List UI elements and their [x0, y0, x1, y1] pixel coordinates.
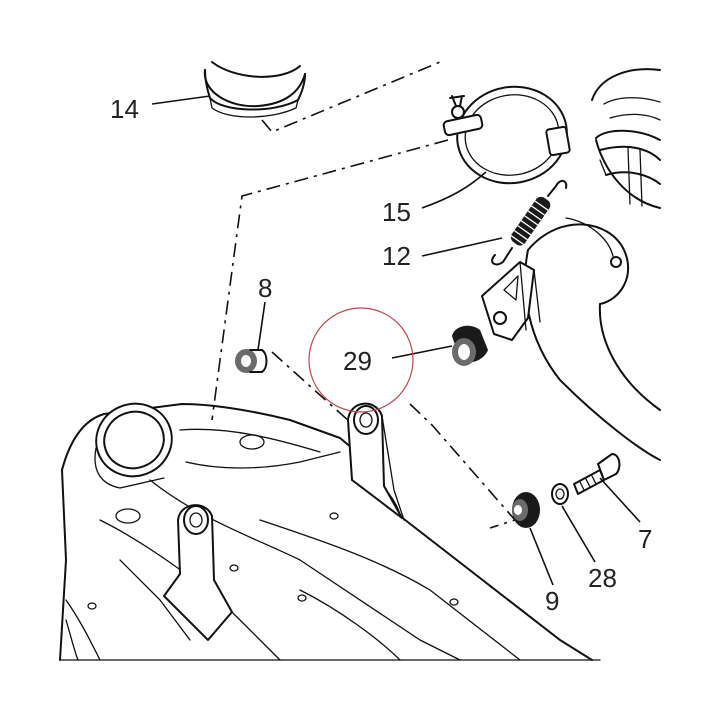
callout-9: 9: [545, 586, 559, 616]
part-8-bush: [235, 349, 268, 373]
leader-lines: [151, 95, 641, 586]
callout-14: 14: [110, 94, 139, 124]
exhaust-elbow-upper: [591, 68, 661, 209]
callout-12: 12: [382, 241, 411, 271]
callout-8: 8: [258, 273, 272, 303]
callout-29-highlight-ring: [308, 307, 414, 413]
callout-labels: 14 15 12 8 29 7 9 28: [110, 94, 652, 616]
exhaust-pipe-lower: [481, 217, 661, 461]
mounting-lug-left: [163, 504, 233, 641]
part-14-clamp: [203, 61, 306, 118]
assembly-lines: [211, 61, 517, 529]
part-7-bolt: [573, 453, 621, 495]
part-28-washer: [551, 483, 569, 505]
part-12-spring: [491, 180, 568, 266]
part-15-exhaust-clamp: [442, 85, 571, 185]
chassis-spigot: [94, 402, 173, 489]
callout-15: 15: [382, 197, 411, 227]
mounting-lug-right: [347, 402, 405, 521]
part-9-rubber-mount: [512, 492, 540, 528]
callout-28: 28: [588, 563, 617, 593]
part-29-grommet: [452, 325, 488, 366]
callout-29: 29: [343, 346, 372, 376]
callout-7: 7: [638, 524, 652, 554]
